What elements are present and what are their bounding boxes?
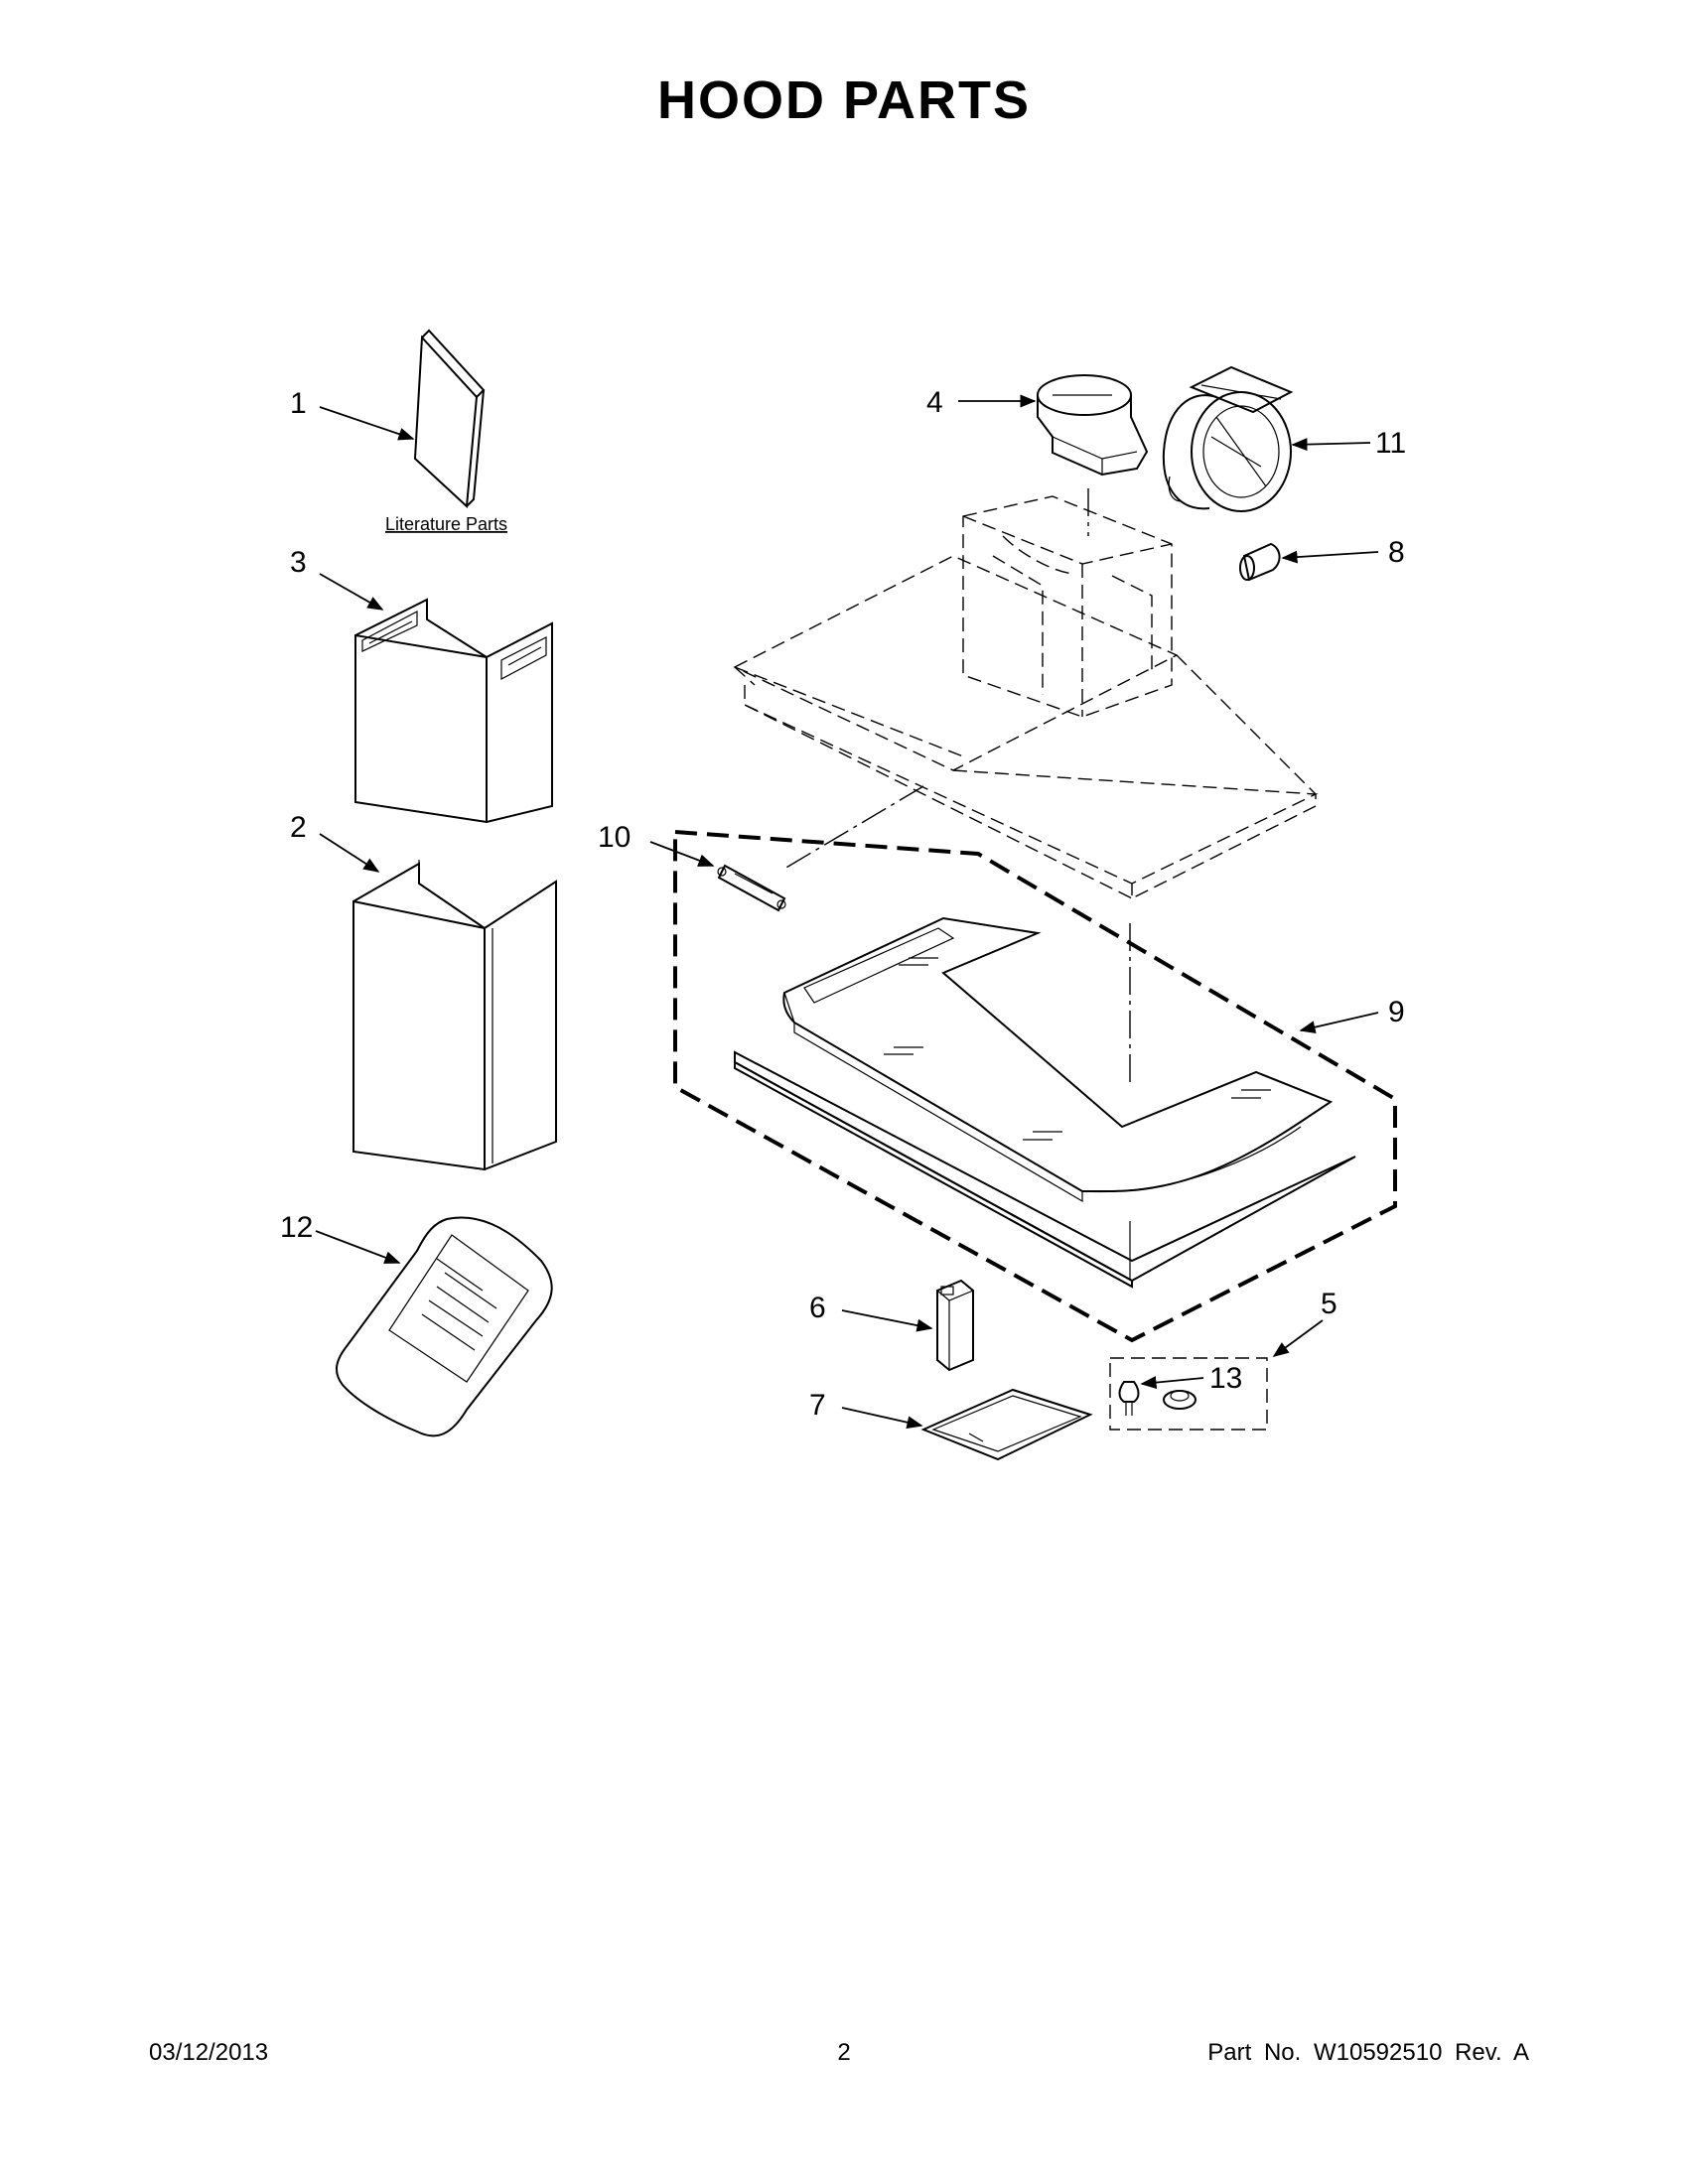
leader-11 (1291, 438, 1371, 452)
upper-duct-cover-part[interactable] (354, 598, 553, 824)
callout-8: 8 (1388, 536, 1405, 569)
callout-2: 2 (290, 811, 307, 844)
callout-3: 3 (290, 546, 307, 579)
leader-1 (319, 406, 415, 441)
footer-page-number: 2 (837, 2039, 851, 2066)
leader-7 (841, 1407, 923, 1430)
callout-5: 5 (1321, 1288, 1337, 1320)
literature-parts-label: Literature Parts (385, 514, 507, 534)
lower-duct-cover-part[interactable] (352, 860, 557, 1171)
leader-2 (319, 833, 380, 873)
capacitor-part[interactable] (1239, 542, 1281, 582)
callout-4: 4 (926, 386, 943, 419)
leader-6 (841, 1309, 933, 1332)
lighting-kit-box[interactable] (1109, 1357, 1268, 1431)
leader-3 (319, 573, 384, 611)
grease-filter-part[interactable] (920, 1388, 1093, 1461)
hood-bottom-panel-part[interactable] (673, 829, 1397, 1343)
leader-9 (1299, 1012, 1379, 1034)
halogen-bulb-part[interactable] (1118, 1381, 1196, 1416)
footer-date: 03/12/2013 (149, 2039, 269, 2066)
charcoal-filter-part[interactable] (936, 1279, 974, 1372)
page-title: HOOD PARTS (656, 70, 1031, 130)
leader-13 (1140, 1376, 1204, 1390)
callout-6: 6 (809, 1292, 826, 1324)
literature-book-part[interactable] (413, 329, 486, 509)
callout-12: 12 (280, 1211, 313, 1244)
callout-13: 13 (1209, 1362, 1242, 1395)
damper-duct-connector-part[interactable] (1037, 374, 1149, 477)
leader-10 (649, 841, 715, 867)
footer-part-number: Part No. W10592510 Rev. A (1207, 2039, 1529, 2066)
blower-motor-part[interactable] (1162, 365, 1294, 512)
callout-1: 1 (290, 387, 307, 420)
switch-assembly-part[interactable] (717, 864, 786, 912)
callout-11: 11 (1375, 427, 1406, 460)
leader-8 (1281, 550, 1379, 564)
leader-12 (315, 1230, 401, 1264)
centerline-10 (783, 785, 924, 870)
instruction-sheet-part[interactable] (336, 1216, 553, 1437)
leader-5 (1272, 1319, 1324, 1357)
callout-7: 7 (809, 1389, 826, 1422)
callout-10: 10 (598, 821, 631, 854)
hood-canopy-outline (733, 495, 1319, 900)
callout-9: 9 (1388, 996, 1405, 1028)
